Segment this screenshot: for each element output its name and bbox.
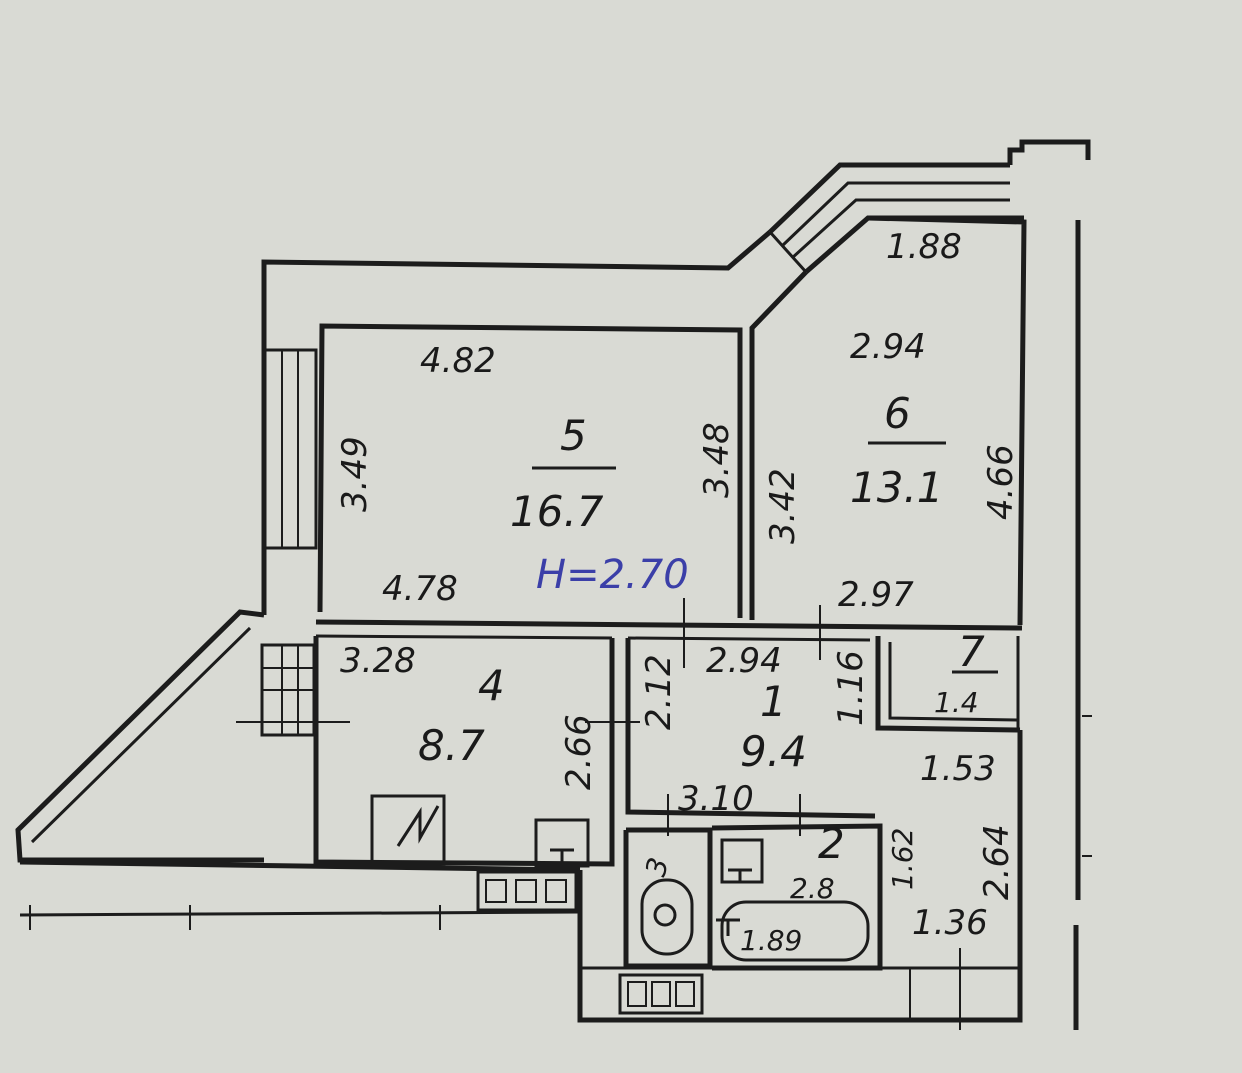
room-4-dim-right: 2.66 (559, 714, 599, 790)
bottom-walls (19, 859, 704, 1015)
room-4 (313, 636, 640, 868)
room-1-dim-left: 2.12 (639, 654, 679, 730)
room-5-dim-bottom: 4.78 (382, 569, 458, 609)
room-4-area: 8.7 (418, 721, 485, 770)
room-5-dim-top: 4.82 (420, 341, 496, 381)
corridor (577, 730, 1023, 1030)
room-6-number: 6 (884, 389, 911, 438)
corridor-dim-right: 2.64 (977, 824, 1017, 900)
room-6-dim-right: 4.66 (981, 444, 1021, 520)
room-5 (317, 323, 743, 618)
room-5-area: 16.7 (510, 487, 604, 536)
left-outer-wall (260, 230, 772, 737)
room-5-number: 5 (560, 411, 587, 460)
room-6-area: 13.1 (850, 463, 944, 512)
room-3-number: 3 (639, 854, 675, 880)
room-7 (875, 636, 1021, 733)
room-7-number: 7 (958, 627, 985, 676)
room-6-dim-bottom: 2.97 (838, 575, 914, 615)
room-1-dim-bottom: 3.10 (678, 779, 754, 819)
room-6-dim-left: 3.42 (763, 468, 803, 544)
room-5-dim-right: 3.48 (697, 422, 737, 498)
middle-wall (315, 598, 1023, 668)
room-4-dim-top: 3.28 (340, 641, 416, 681)
room-2-area: 2.8 (790, 872, 835, 905)
room-6-dim-top-outer: 1.88 (886, 227, 962, 267)
room-4-number: 4 (478, 661, 505, 710)
room-2-number: 2 (818, 819, 845, 868)
room-5-dim-left: 3.49 (335, 436, 375, 512)
room-7-dim-bottom: 1.53 (920, 749, 996, 789)
balcony-outline (15, 609, 350, 863)
room-2-dim-right: 1.62 (886, 828, 919, 890)
room-2-dim-bottom: 1.89 (740, 924, 802, 957)
room-1-number: 1 (760, 677, 787, 726)
room-1-area: 9.4 (740, 727, 807, 776)
ceiling-height-note: H=2.70 (536, 552, 689, 598)
room-6 (749, 215, 1027, 626)
right-exterior (1073, 220, 1092, 1030)
room-7-area: 1.4 (934, 686, 979, 719)
room-1-dim-top: 2.94 (706, 641, 782, 681)
room-6-dim-top: 2.94 (850, 327, 926, 367)
room-1-dim-right: 1.16 (831, 650, 871, 726)
corridor-dim-bottom: 1.36 (912, 903, 988, 943)
